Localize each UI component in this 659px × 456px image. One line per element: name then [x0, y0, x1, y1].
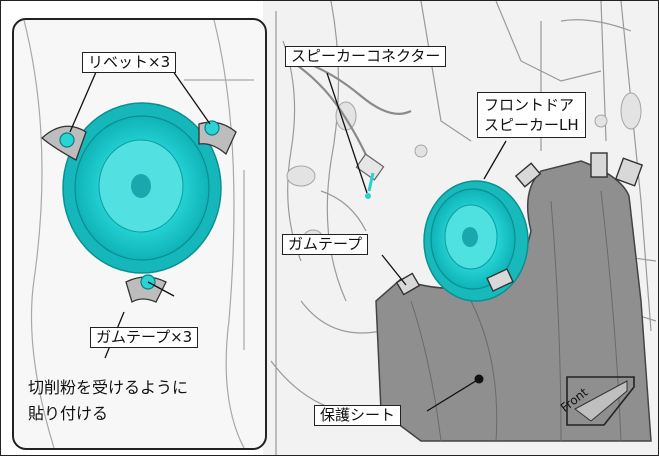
gum-tape-x3-label: ガムテープ×3 [90, 327, 199, 348]
speaker-connector [355, 153, 385, 199]
inset-leader-lines [69, 63, 211, 297]
inset-tape-and-rivets [41, 120, 237, 303]
gum-tape-pieces [395, 152, 644, 296]
inset-speaker [62, 102, 222, 274]
protective-sheet-label: 保護シート [314, 405, 402, 426]
front-door-speaker-line1: フロントドア [484, 96, 575, 114]
inset-detail [12, 18, 267, 450]
gum-tape-label: ガムテープ [282, 234, 369, 255]
note-line-1: 切削粉を受けるように [28, 378, 189, 397]
inset-illustration [23, 20, 254, 448]
sheet-folds [410, 190, 622, 442]
front-door-speaker [423, 180, 529, 302]
leader-lines [326, 72, 507, 412]
front-door-speaker-label: フロントドア スピーカーLH [477, 92, 586, 138]
front-door-speaker-line2: スピーカーLH [484, 116, 579, 134]
front-arrow [566, 376, 635, 426]
wire-harness [290, 59, 412, 172]
speaker-connector-label: スピーカーコネクター [285, 46, 447, 67]
note-line-2: 貼り付ける [28, 404, 109, 423]
rivet-label: リベット×3 [82, 52, 177, 73]
